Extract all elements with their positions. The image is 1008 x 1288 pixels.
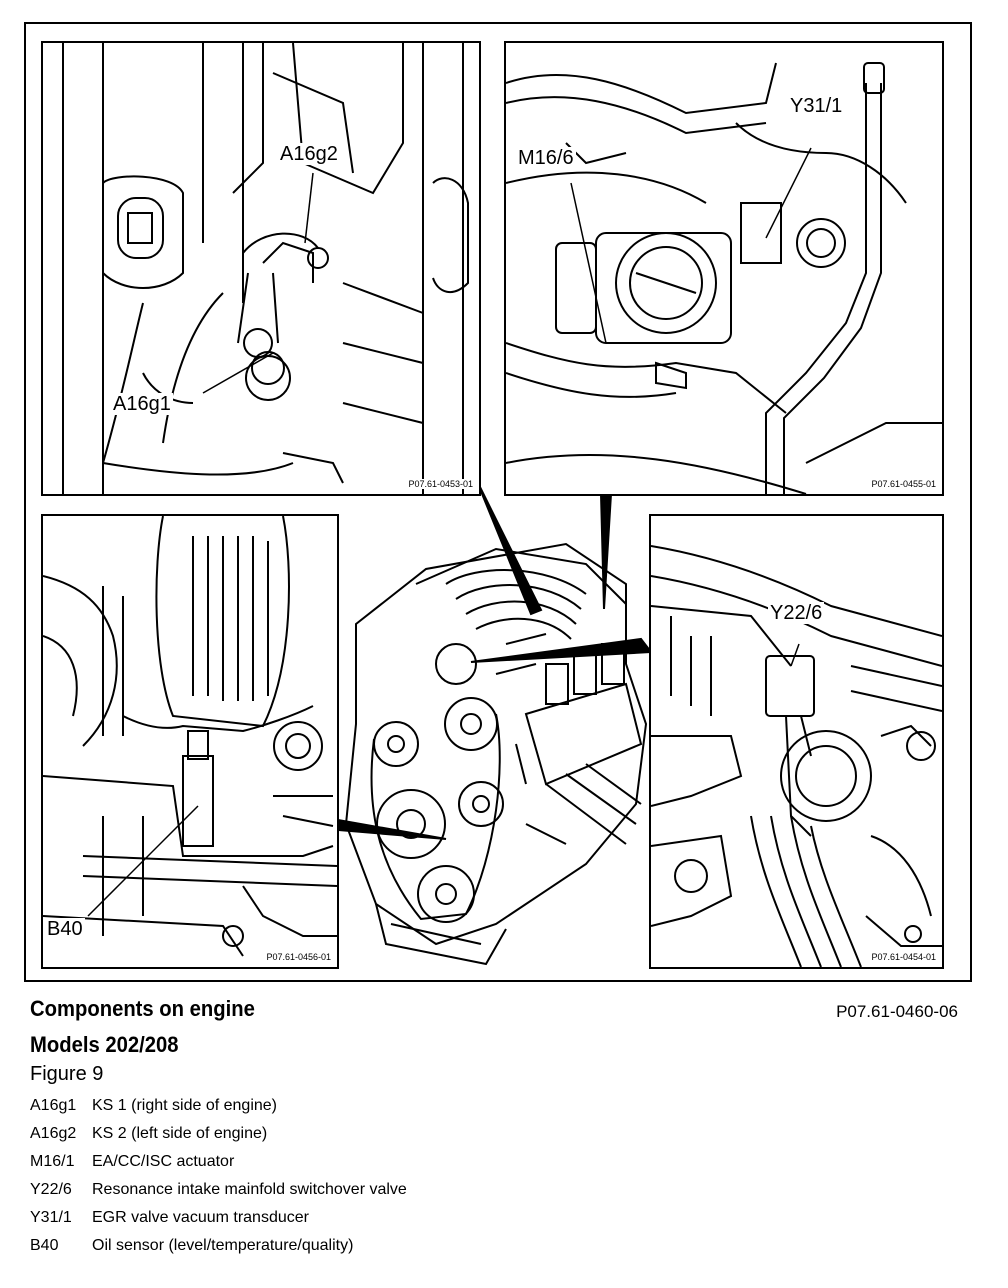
legend-code: Y31/1 bbox=[30, 1209, 72, 1226]
component-legend: A16g1 KS 1 (right side of engine) A16g2 … bbox=[30, 1092, 970, 1260]
figure-caption: Components on engine P07.61-0460-06 Mode… bbox=[30, 996, 970, 1260]
legend-item: Y31/1 EGR valve vacuum transducer bbox=[30, 1204, 970, 1232]
legend-item: Y22/6 Resonance intake mainfold switchov… bbox=[30, 1176, 970, 1204]
caption-models: Models 202/208 bbox=[30, 1032, 179, 1057]
panel-knock-sensors: A16g2 A16g1 P07.61-0453-01 bbox=[41, 41, 481, 496]
legend-code: Y22/6 bbox=[30, 1181, 72, 1198]
legend-item: A16g1 KS 1 (right side of engine) bbox=[30, 1092, 970, 1120]
legend-code: B40 bbox=[30, 1237, 59, 1254]
legend-item: B40 Oil sensor (level/temperature/qualit… bbox=[30, 1232, 970, 1260]
panel-ref-code: P07.61-0456-01 bbox=[266, 952, 331, 962]
label-b40: B40 bbox=[45, 918, 85, 940]
legend-code: M16/1 bbox=[30, 1153, 75, 1170]
panel-oil-sensor: B40 P07.61-0456-01 bbox=[41, 514, 339, 969]
throttle-actuator-drawing bbox=[506, 62, 942, 494]
label-a16g2: A16g2 bbox=[278, 143, 340, 165]
legend-description: KS 1 (right side of engine) bbox=[92, 1097, 277, 1114]
label-y31-1: Y31/1 bbox=[788, 95, 845, 117]
panel-switchover-valve: Y22/6 P07.61-0454-01 bbox=[649, 514, 944, 969]
panel-ref-code: P07.61-0455-01 bbox=[871, 479, 936, 489]
legend-item: M16/1 EA/CC/ISC actuator bbox=[30, 1148, 970, 1176]
legend-description: Oil sensor (level/temperature/quality) bbox=[92, 1237, 354, 1254]
switchover-valve-drawing bbox=[651, 545, 942, 967]
label-a16g1: A16g1 bbox=[111, 393, 173, 415]
caption-figure-number: Figure 9 bbox=[30, 1063, 104, 1085]
oil-sensor-drawing bbox=[43, 516, 337, 957]
label-y22-6: Y22/6 bbox=[768, 602, 825, 624]
label-m16-6: M16/6 bbox=[516, 147, 576, 169]
legend-code: A16g1 bbox=[30, 1097, 77, 1114]
caption-title: Components on engine bbox=[30, 996, 255, 1021]
legend-item: A16g2 KS 2 (left side of engine) bbox=[30, 1120, 970, 1148]
knock-sensor-drawing bbox=[62, 43, 469, 494]
legend-description: Resonance intake mainfold switchover val… bbox=[92, 1181, 407, 1198]
panel-ref-code: P07.61-0454-01 bbox=[871, 952, 936, 962]
legend-description: KS 2 (left side of engine) bbox=[92, 1125, 268, 1142]
legend-description: EA/CC/ISC actuator bbox=[92, 1153, 235, 1170]
legend-description: EGR valve vacuum transducer bbox=[92, 1209, 309, 1226]
engine-overview-drawing bbox=[337, 478, 653, 966]
figure-frame: A16g2 A16g1 P07.61-0453-01 bbox=[24, 22, 972, 982]
panel-egr-actuator: Y31/1 M16/6 P07.61-0455-01 bbox=[504, 41, 944, 496]
legend-code: A16g2 bbox=[30, 1125, 77, 1142]
panel-ref-code: P07.61-0453-01 bbox=[408, 479, 473, 489]
caption-ref-code: P07.61-0460-06 bbox=[836, 1002, 958, 1021]
